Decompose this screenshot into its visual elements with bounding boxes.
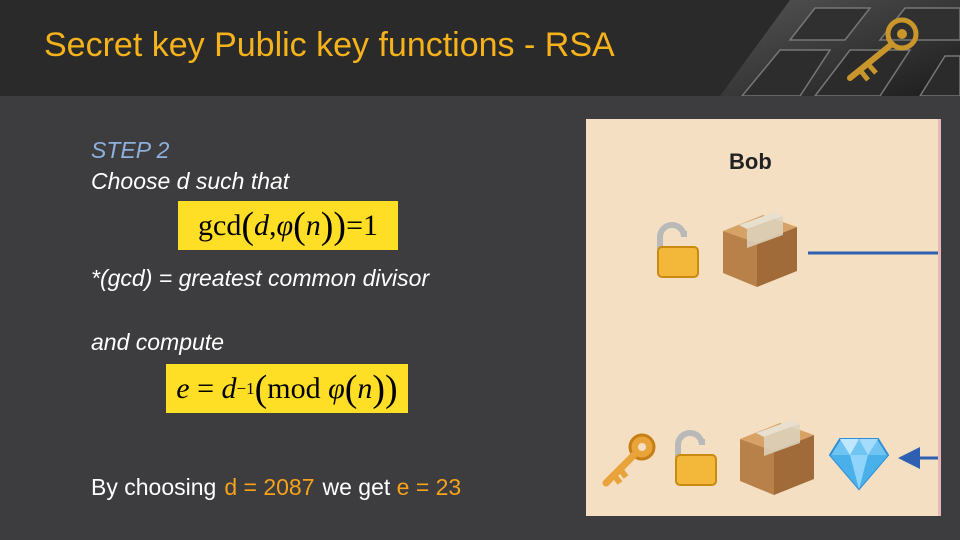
- e-value: e = 23: [396, 474, 462, 500]
- e-mod: mod: [267, 371, 321, 405]
- slide-header: Secret key Public key functions - RSA: [0, 0, 960, 96]
- package-icon: [740, 420, 814, 495]
- gcd-var-d: d: [253, 208, 269, 242]
- compute-text: and compute: [91, 329, 224, 355]
- bob-label: Bob: [729, 149, 772, 174]
- result-line: By choosing d = 2087 we get e = 23: [91, 474, 461, 501]
- e-formula: e = d−1(mod φ(n)): [166, 364, 408, 413]
- gcd-rhs: 1: [362, 208, 378, 242]
- arrow-line-right: [808, 251, 938, 255]
- choose-d-text: Choose d such that: [91, 168, 290, 194]
- gcd-phi: φ: [276, 208, 294, 242]
- golden-key-icon: [847, 17, 919, 82]
- gcd-func: gcd: [198, 208, 242, 242]
- diamond-icon: [828, 438, 890, 491]
- e-arg-n: n: [357, 371, 373, 405]
- open-padlock-icon: [657, 222, 699, 278]
- arrow-pointing-left: [898, 447, 938, 469]
- result-middle: we get: [322, 474, 391, 500]
- gcd-note-text: *(gcd) = greatest common divisor: [91, 265, 430, 291]
- gcd-formula: gcd(d,φ(n))=1: [178, 201, 398, 250]
- package-icon: [723, 212, 797, 287]
- result-prefix: By choosing: [91, 474, 217, 500]
- e-phi: φ: [328, 371, 345, 405]
- slide-title: Secret key Public key functions - RSA: [44, 26, 615, 64]
- open-padlock-icon: [675, 430, 717, 486]
- d-value: d = 2087: [224, 474, 315, 500]
- bob-panel: Bob: [586, 119, 941, 516]
- e-exponent: −1: [236, 378, 255, 398]
- e-lhs: e: [176, 371, 190, 405]
- e-base-d: d: [221, 371, 237, 405]
- key-icon: [602, 433, 656, 487]
- keyboard-key-image: [720, 0, 960, 96]
- gcd-arg-n: n: [305, 208, 321, 242]
- step-label: STEP 2: [91, 137, 170, 163]
